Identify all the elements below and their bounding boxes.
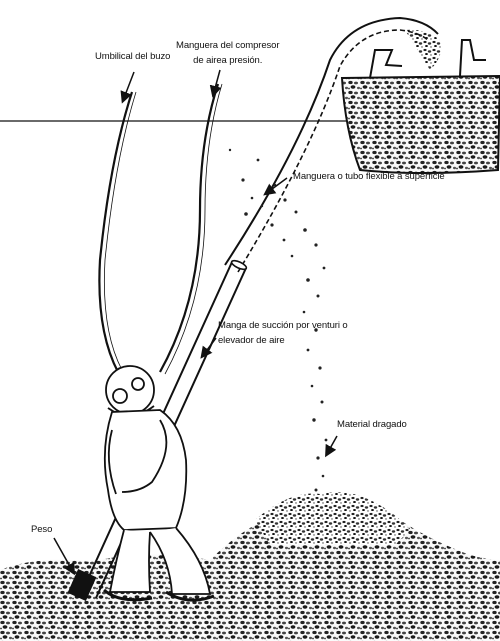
- arrow-dredged: [325, 435, 338, 458]
- compressor-hose: [159, 83, 220, 373]
- umbilical-hose: [98, 91, 134, 373]
- falling-particles: [228, 148, 328, 492]
- label-suction-line2: elevador de aire: [218, 335, 285, 346]
- label-dredged-material: Material dragado: [337, 419, 407, 430]
- weight-block: [67, 569, 97, 601]
- label-suction-sleeve: Manga de succión por venturi o elevador …: [218, 320, 348, 347]
- label-surface-hose: Manguera o tubo flexible a superficie: [293, 171, 445, 182]
- label-suction-line1: Manga de succión por venturi o: [218, 320, 348, 331]
- label-umbilical: Umbilical del buzo: [95, 51, 171, 62]
- arrow-surface-hose: [263, 177, 288, 196]
- label-compressor-line2: de airea presión.: [193, 55, 263, 66]
- diver-figure: [103, 365, 215, 602]
- arrow-weight: [53, 537, 75, 576]
- surface-hopper-boat: [340, 29, 500, 174]
- seabed-mound: [255, 492, 410, 545]
- seabed: [0, 496, 500, 641]
- arrow-suction: [200, 337, 217, 359]
- arrow-umbilical: [120, 71, 135, 104]
- label-compressor-hose: Manguera del compresor de airea presión.: [176, 40, 280, 67]
- arrow-compressor: [209, 69, 222, 98]
- label-compressor-line1: Manguera del compresor: [176, 40, 280, 51]
- label-weight: Peso: [31, 524, 53, 535]
